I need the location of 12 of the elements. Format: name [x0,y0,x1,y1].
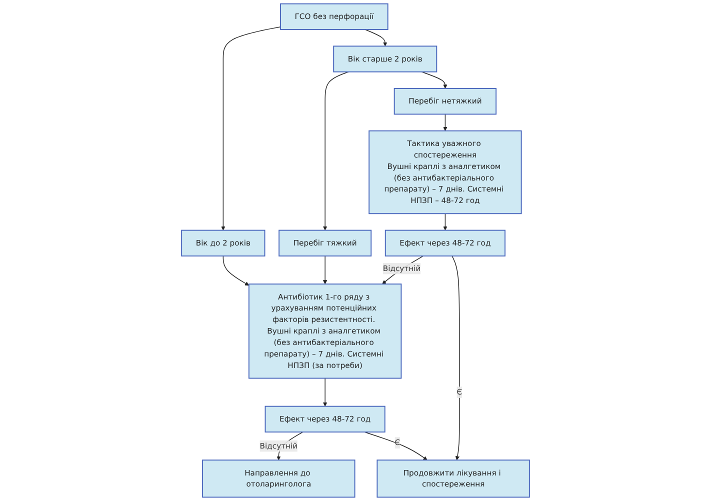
arrow [443,114,448,132]
arrow [322,256,328,284]
arrow [443,213,448,230]
arrow [222,256,250,286]
arrow [364,432,428,460]
arrow [221,26,281,230]
arrow [322,71,350,230]
arrow [382,256,424,284]
arrow [452,256,460,460]
arrow [364,29,388,46]
arrow [322,378,328,406]
arrow [421,71,448,89]
